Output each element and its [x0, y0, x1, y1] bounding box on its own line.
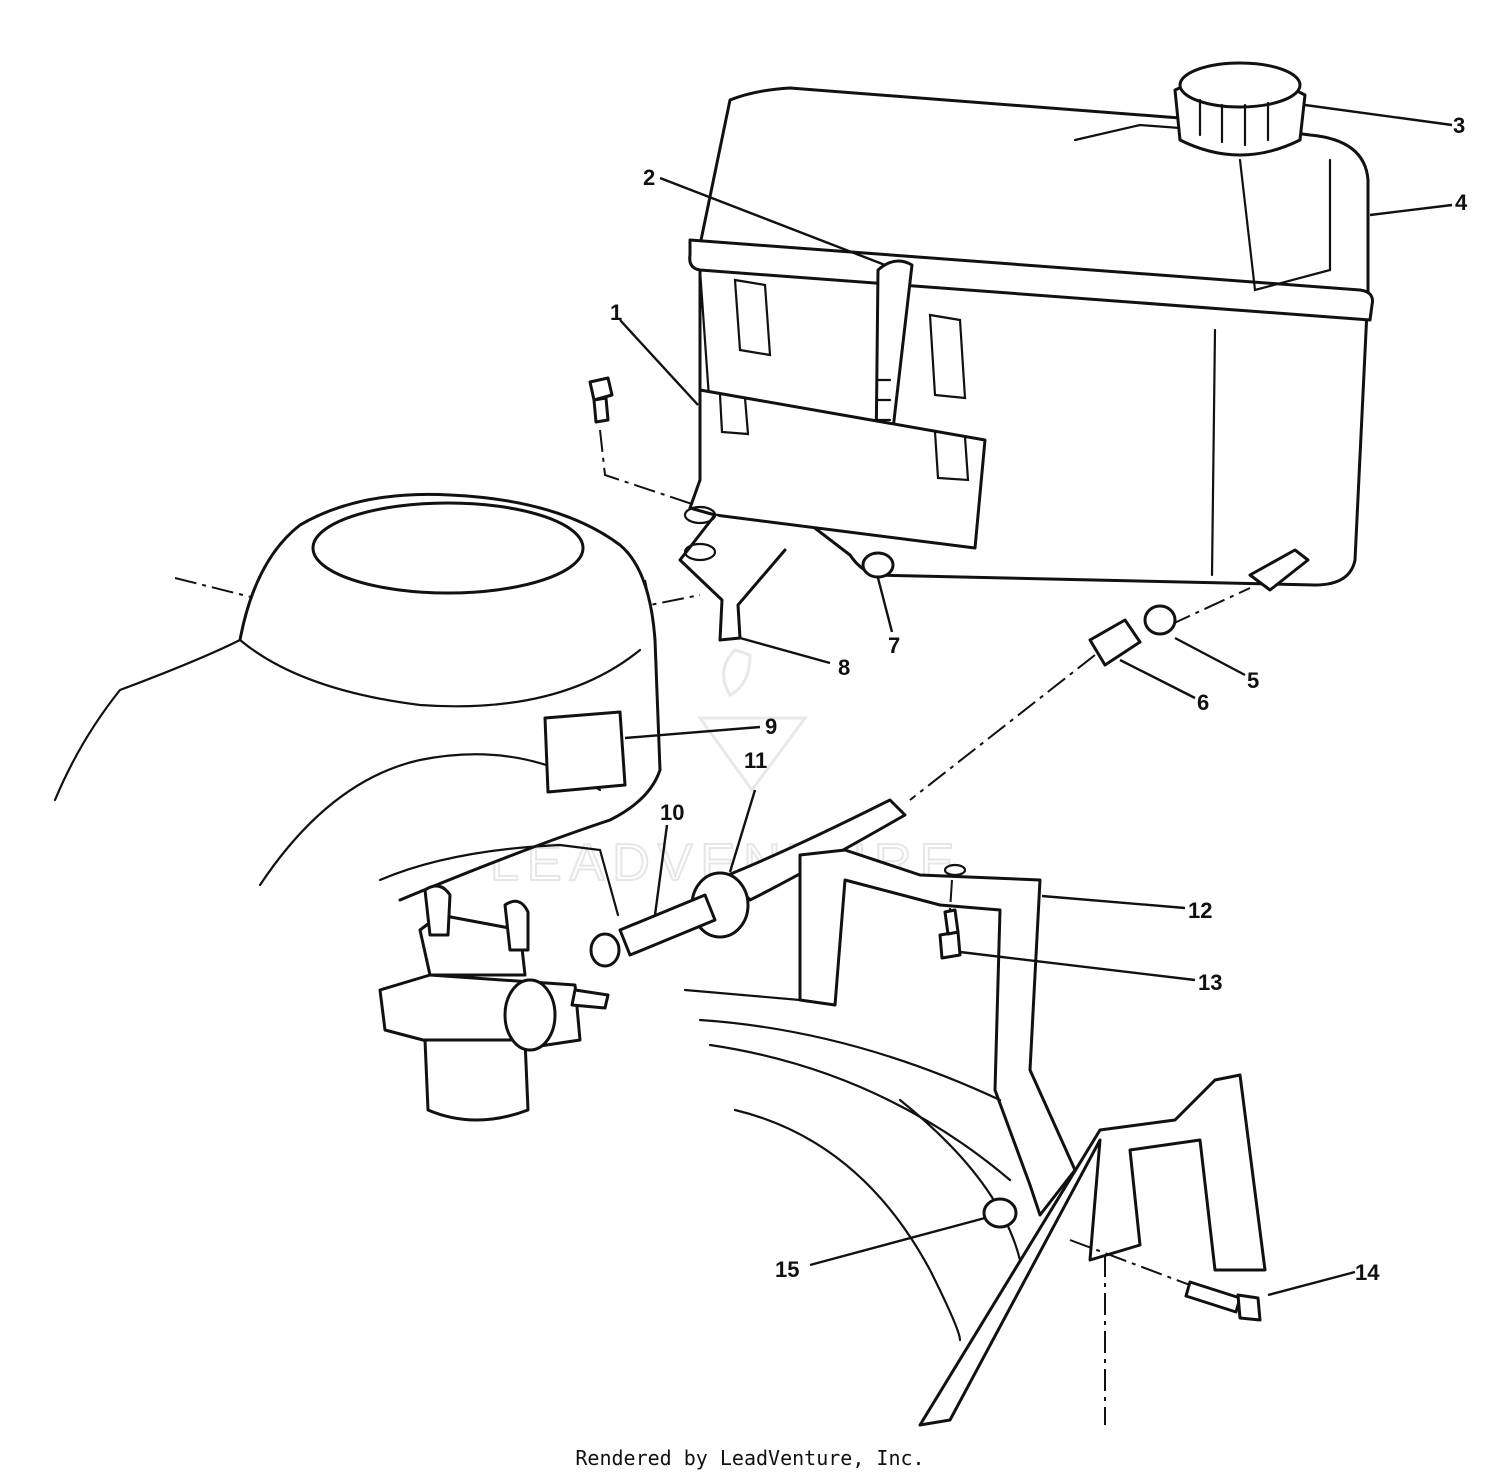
callout-4: 4	[1455, 190, 1468, 215]
leader-13	[959, 950, 1196, 982]
mounting-bracket	[599, 388, 987, 642]
hose-clamp	[1143, 604, 1177, 636]
callout-1: 1	[610, 300, 622, 325]
frame-bracket	[798, 848, 1077, 1217]
nut-7	[861, 551, 895, 579]
callout-5: 5	[1247, 668, 1259, 693]
callout-15: 15	[775, 1257, 799, 1282]
leader-10	[653, 824, 669, 916]
callout-9: 9	[765, 714, 777, 739]
leader-7	[876, 577, 894, 633]
lock-nut	[982, 1197, 1018, 1229]
engine-shroud	[53, 492, 662, 917]
leader-11	[728, 789, 757, 873]
fuel-line	[589, 587, 1251, 968]
leader-5	[1174, 636, 1246, 677]
callout-8: 8	[838, 655, 850, 680]
leader-15	[809, 1216, 986, 1267]
fuel-cap	[1173, 61, 1307, 157]
carburetor	[378, 884, 610, 1122]
leader-lines	[619, 103, 1453, 1297]
callout-11: 11	[744, 748, 767, 773]
leader-9	[624, 725, 761, 740]
leader-2	[659, 176, 886, 267]
bolt	[1069, 1239, 1262, 1322]
leader-3	[1304, 103, 1453, 127]
leader-12	[1041, 894, 1186, 910]
chassis	[683, 988, 1267, 1427]
screw-13	[938, 863, 967, 960]
callout-13: 13	[1198, 970, 1222, 995]
leader-6	[1119, 658, 1196, 700]
leader-14	[1267, 1270, 1356, 1297]
callout-numbers: 1 2 3 4 5 6 7 8 9 10 11 12 13 14 15	[610, 113, 1468, 1285]
callout-7: 7	[888, 633, 900, 658]
footer-credit: Rendered by LeadVenture, Inc.	[575, 1446, 925, 1470]
callout-3: 3	[1453, 113, 1465, 138]
callout-10: 10	[660, 800, 684, 825]
callout-2: 2	[643, 165, 655, 190]
leader-8	[739, 636, 831, 665]
callout-14: 14	[1355, 1260, 1380, 1285]
screw-top	[588, 376, 614, 424]
leader-4	[1369, 203, 1453, 217]
decal-plate	[543, 710, 627, 794]
fitting-10	[618, 893, 717, 957]
callout-12: 12	[1188, 898, 1212, 923]
fuel-filter	[1088, 618, 1142, 667]
callout-6: 6	[1197, 690, 1209, 715]
leader-1	[619, 319, 699, 406]
